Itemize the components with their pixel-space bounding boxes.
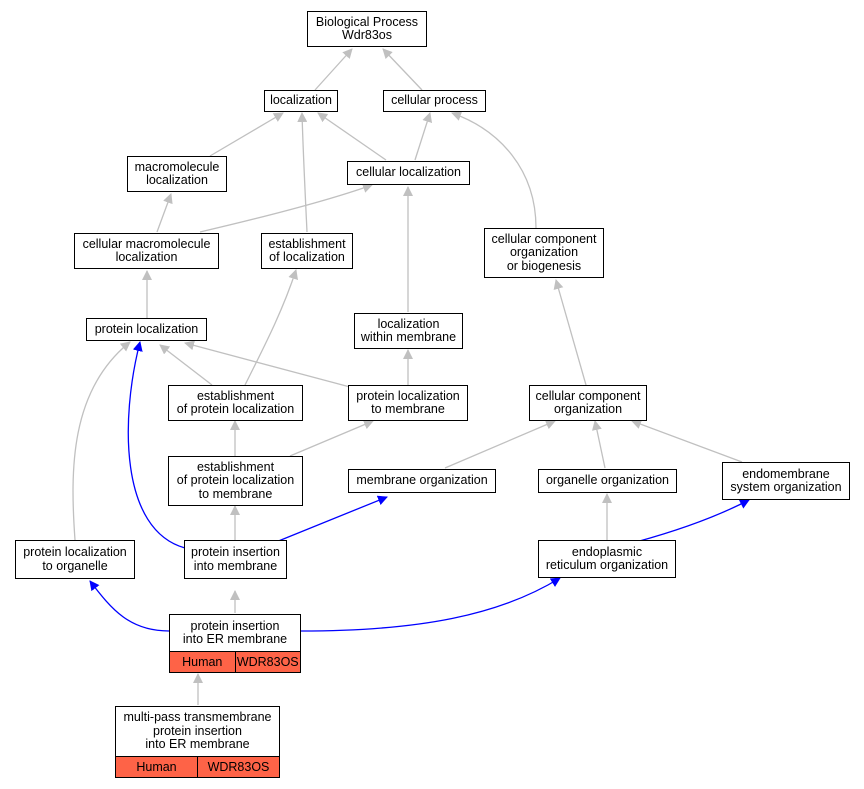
edge-establishment-of-protein-localization-protein-localization [159,344,213,386]
edge-cellular-process-root [382,48,423,91]
edge-localization-root [314,48,353,91]
node-label: protein insertion into membrane [191,545,280,573]
node-label: localization [270,93,332,108]
node-endoplasmic-reticulum-organization[interactable]: endoplasmic reticulum organization [538,540,676,578]
node-establishment-of-localization[interactable]: establishment of localization [261,233,353,269]
node-localization[interactable]: localization [264,90,338,112]
node-label: protein localization to membrane [356,388,460,416]
node-cellular-component-organization-or-biogenesis[interactable]: cellular component organization or bioge… [484,228,604,278]
node-multi-pass-transmembrane-protein-insertion[interactable]: multi-pass transmembrane protein inserti… [115,706,280,778]
node-label: establishment of localization [268,236,346,264]
annotation-row: Human WDR83OS [170,651,300,672]
edge-membrane-organization-cellular-component-organization [444,419,556,469]
node-label: membrane organization [356,473,488,488]
node-protein-localization[interactable]: protein localization [86,318,207,341]
node-protein-localization-to-organelle[interactable]: protein localization to organelle [15,540,135,579]
edge-macromolecule-localization-localization [209,112,284,157]
edge-establishment-of-localization-localization [297,112,308,233]
edge-cellular-localization-cellular-process [414,112,433,161]
node-protein-insertion-into-membrane[interactable]: protein insertion into membrane [184,540,287,579]
edge-cellular-macromolecule-localization-cellular-localization [199,183,373,233]
node-label: multi-pass transmembrane protein inserti… [123,710,272,752]
node-label: cellular component organization or bioge… [491,231,597,273]
node-label: protein localization [94,321,199,336]
gene-cell: WDR83OS [234,652,301,672]
node-label: cellular component organization [535,388,641,416]
species-cell: Human [136,760,177,774]
annotation-row: Human WDR83OS [116,756,279,777]
node-establishment-of-protein-localization-to-membrane[interactable]: establishment of protein localization to… [168,456,303,506]
node-label: Biological Process Wdr83os [315,14,419,42]
node-label: establishment of protein localization to… [176,459,295,501]
node-macromolecule-localization[interactable]: macromolecule localization [127,156,227,192]
node-cellular-component-organization[interactable]: cellular component organization [529,385,647,421]
node-protein-insertion-into-er-membrane[interactable]: protein insertion into ER membrane Human… [169,614,301,673]
node-label: cellular process [391,93,478,108]
node-establishment-of-protein-localization[interactable]: establishment of protein localization [168,385,303,421]
node-label: cellular macromolecule localization [82,236,211,264]
edge-eplm-protein-localization-to-membrane [289,419,374,457]
node-label: protein localization to organelle [23,545,127,573]
node-membrane-organization[interactable]: membrane organization [348,469,496,493]
node-cellular-macromolecule-localization[interactable]: cellular macromolecule localization [74,233,219,269]
edge-cellular-macromolecule-localization-macromolecule-localization [156,193,173,233]
node-label: endoplasmic reticulum organization [545,544,669,572]
species-cell: Human [182,655,223,669]
edge-protein-localization-to-organelle-protein-localization [72,341,131,541]
edge-protein-insertion-er-er-organization [300,577,561,632]
edge-protein-insertion-into-membrane-protein-localization [127,341,186,549]
edge-protein-localization-to-membrane-protein-localization [184,340,351,388]
edge-endomembrane-system-organization-cellular-component-organization [631,419,743,463]
node-label: macromolecule localization [134,159,220,187]
node-label: localization within membrane [360,316,457,344]
node-cellular-localization[interactable]: cellular localization [347,161,470,185]
gene-cell: WDR83OS [197,757,279,777]
node-label: protein insertion into ER membrane [182,618,288,646]
edge-er-organization-endomembrane-system-organization [635,499,750,543]
node-label: cellular localization [356,165,461,180]
node-label: endomembrane system organization [730,466,842,494]
edge-establishment-of-protein-localization-establishment-of-localization [244,269,298,386]
edge-protein-insertion-into-membrane-membrane-organization [275,495,388,543]
edge-organelle-organization-cellular-component-organization [591,420,606,469]
node-cellular-process[interactable]: cellular process [383,90,486,112]
edge-protein-insertion-er-protein-localization-to-organelle [89,580,170,632]
edge-cellular-localization-localization [317,112,387,161]
node-label: organelle organization [545,473,669,488]
node-endomembrane-system-organization[interactable]: endomembrane system organization [722,462,850,500]
node-biological-process-root[interactable]: Biological Process Wdr83os [307,11,427,47]
node-label: establishment of protein localization [176,388,295,416]
node-organelle-organization[interactable]: organelle organization [538,469,677,493]
node-localization-within-membrane[interactable]: localization within membrane [354,313,463,349]
node-protein-localization-to-membrane[interactable]: protein localization to membrane [348,385,468,421]
edge-ccob-cellular-process [451,111,537,229]
edge-cellular-component-organization-ccob [553,279,587,386]
